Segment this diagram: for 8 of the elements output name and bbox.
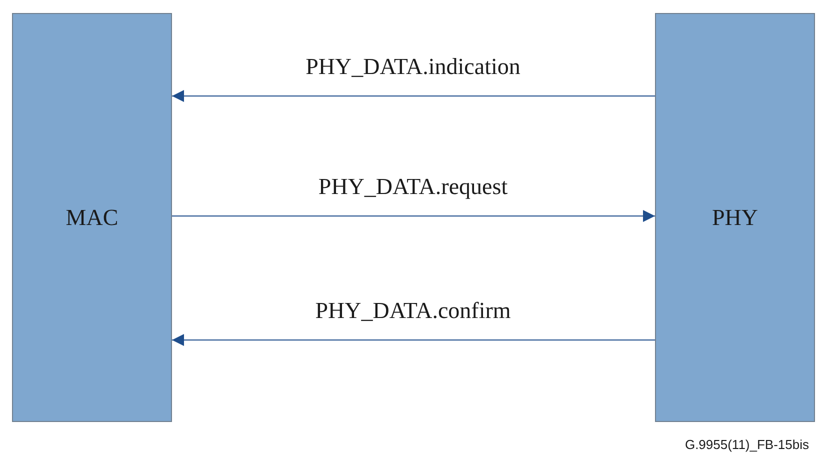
figure-id: G.9955(11)_FB-15bis (684, 437, 809, 452)
arrow (172, 90, 656, 102)
arrow (172, 334, 656, 346)
layer-box (12, 13, 172, 422)
arrow (172, 210, 656, 222)
layer-box (655, 13, 815, 422)
layer-name: PHY (712, 204, 758, 230)
layer-name: MAC (66, 204, 118, 230)
